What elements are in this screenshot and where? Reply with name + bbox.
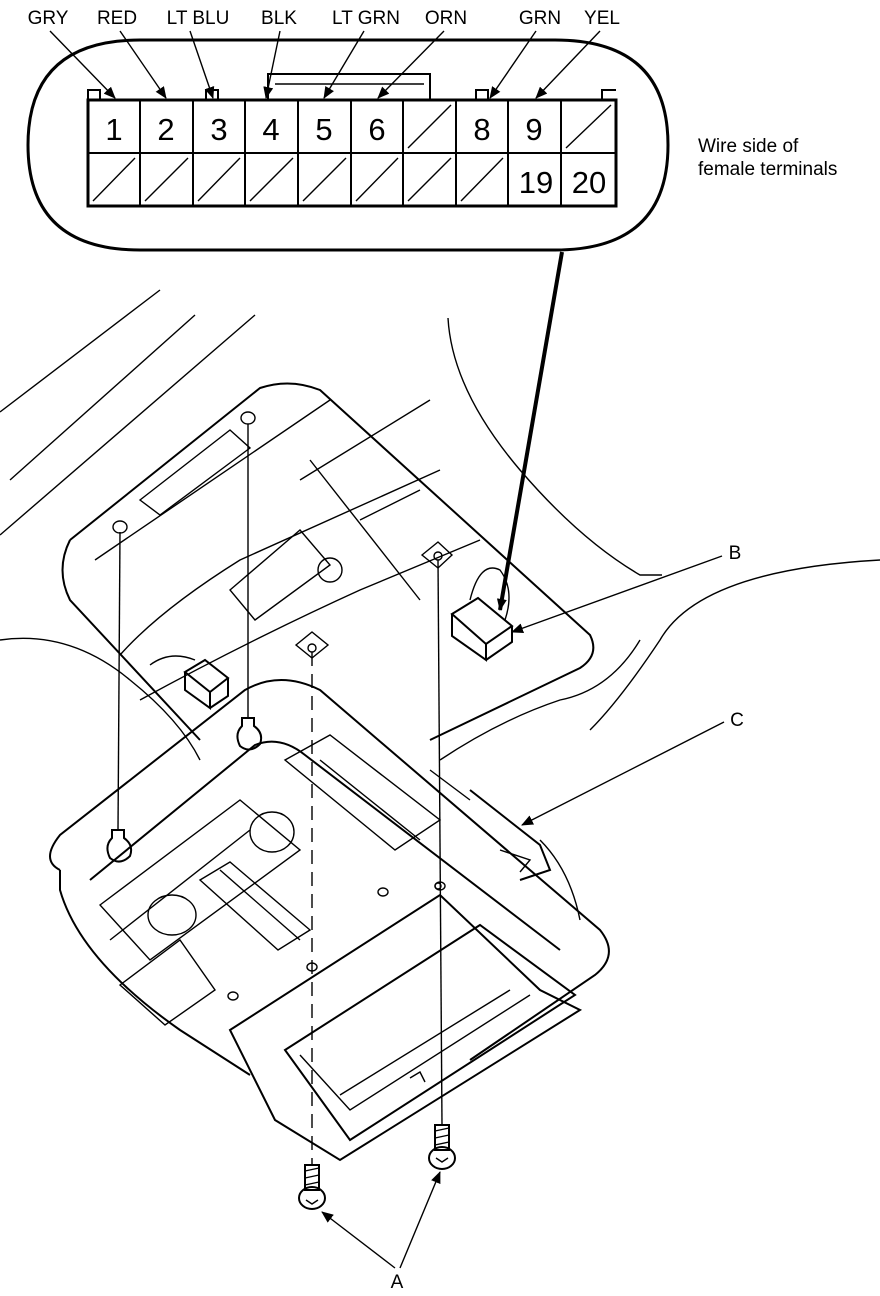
terminal-3: 3: [210, 112, 227, 147]
mounting-screws-a: [298, 559, 456, 1210]
callout-c: C: [521, 710, 744, 826]
callout-c-label: C: [730, 710, 744, 731]
terminal-6: 6: [368, 112, 385, 147]
wire-side-note-line1: Wire side of: [698, 136, 799, 157]
wire-label-red: RED: [97, 8, 137, 29]
wire-label-grn: GRN: [519, 8, 561, 29]
terminal-19: 19: [519, 165, 553, 200]
callout-b: B: [511, 543, 742, 633]
terminal-9: 9: [525, 112, 542, 147]
terminal-1: 1: [105, 112, 122, 147]
terminal-numbers: 1 2 3 4 5 6 8 9 19 20: [105, 112, 606, 200]
wire-label-blk: BLK: [261, 8, 297, 29]
connector-terminal-grid: [86, 73, 618, 208]
wire-label-yel: YEL: [584, 8, 620, 29]
roof-panel-outline: [0, 289, 880, 761]
wire-label-lt-grn: LT GRN: [332, 8, 400, 29]
callout-a: A: [321, 1171, 441, 1293]
terminal-20: 20: [572, 165, 606, 200]
bubble-pointer-arrow: [496, 251, 564, 611]
roof-mount-holes: [112, 411, 454, 659]
terminal-5: 5: [315, 112, 332, 147]
overhead-console: [49, 679, 610, 1162]
wire-label-gry: GRY: [28, 8, 69, 29]
wire-label-lt-blu: LT BLU: [167, 8, 230, 29]
terminal-4: 4: [262, 112, 279, 147]
terminal-2: 2: [157, 112, 174, 147]
callout-b-label: B: [729, 543, 742, 564]
wire-color-labels: GRY RED LT BLU BLK LT GRN ORN GRN YEL: [28, 8, 620, 29]
callout-a-label: A: [391, 1272, 404, 1293]
roof-connector-left: [183, 658, 230, 710]
connector-detail-bubble: [26, 38, 670, 252]
wire-leader-lines: [49, 30, 601, 99]
wire-label-orn: ORN: [425, 8, 467, 29]
headliner-recess: [61, 382, 595, 741]
terminal-8: 8: [473, 112, 490, 147]
console-clip-pins: [106, 424, 263, 863]
wire-side-note-line2: female terminals: [698, 159, 837, 180]
